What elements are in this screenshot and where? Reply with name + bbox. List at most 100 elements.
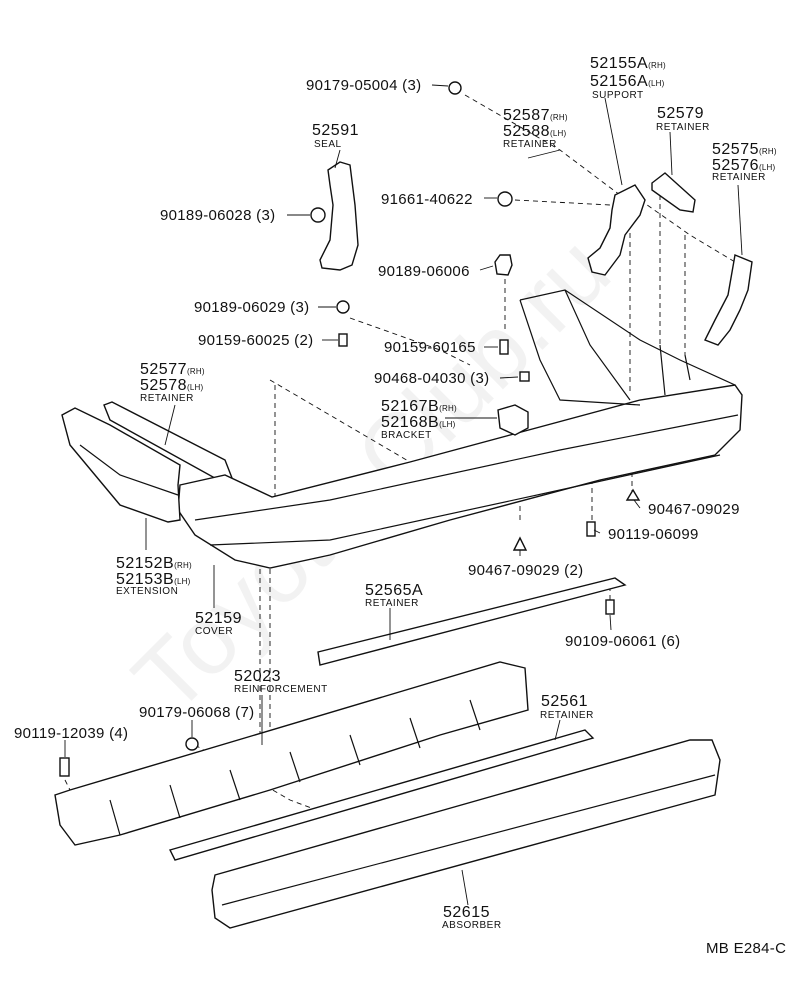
clip-90467-09029-a xyxy=(625,488,641,501)
part-number: 52167B xyxy=(381,398,440,415)
label-90468-04030: 90468-04030 (3) xyxy=(374,370,490,387)
label-52565a: 52565A xyxy=(365,582,424,599)
label-52152b: 52152B(RH) xyxy=(116,556,192,572)
bolt-90119-12039 xyxy=(59,757,70,777)
retainer-52561 xyxy=(168,729,595,861)
label-52023: 52023 xyxy=(234,668,281,685)
label-90109-06061: 90109-06061 (6) xyxy=(565,633,681,650)
bolt-90159-60025 xyxy=(338,333,348,347)
label-90189-06028: 90189-06028 (3) xyxy=(160,207,276,224)
label-91661-40622: 91661-40622 xyxy=(381,191,473,208)
label-retainer-52565a: RETAINER xyxy=(365,598,419,609)
seal xyxy=(319,161,359,271)
label-90467-09029-a: 90467-09029 xyxy=(648,501,740,518)
side-suffix: (RH) xyxy=(187,367,205,376)
nut-90189-06029 xyxy=(336,300,350,314)
label-retainer-52579: RETAINER xyxy=(656,122,710,133)
absorber xyxy=(211,739,721,929)
side-suffix: (RH) xyxy=(648,61,666,70)
side-suffix: (LH) xyxy=(648,79,665,88)
label-52576: 52576(LH) xyxy=(712,158,775,174)
retainer-52579 xyxy=(651,172,696,213)
side-suffix: (LH) xyxy=(439,420,456,429)
part-number: 52577 xyxy=(140,361,187,378)
grommet-91661-40622 xyxy=(497,191,513,207)
part-number: 52576 xyxy=(712,157,759,174)
cover-side-wall xyxy=(564,289,691,401)
cover-lower-edge xyxy=(209,454,721,546)
label-90467-09029-b: 90467-09029 (2) xyxy=(468,562,584,579)
bracket-52167b xyxy=(497,404,529,436)
label-52591: 52591 xyxy=(312,122,359,139)
part-number: 52578 xyxy=(140,377,187,394)
label-retainer-52577: RETAINER xyxy=(140,393,194,404)
label-52156a: 52156A(LH) xyxy=(590,74,665,90)
side-suffix: (LH) xyxy=(759,163,776,172)
part-number: 52152B xyxy=(116,555,175,572)
label-90119-12039: 90119-12039 (4) xyxy=(14,725,129,742)
label-extension: EXTENSION xyxy=(116,586,179,597)
label-52159: 52159 xyxy=(195,610,242,627)
cover-crease xyxy=(194,414,739,521)
leader-lines xyxy=(64,84,743,906)
label-support: SUPPORT xyxy=(592,90,644,101)
label-52588: 52588(LH) xyxy=(503,124,566,140)
cover-inner-edge xyxy=(519,299,641,406)
label-52155a: 52155A(RH) xyxy=(590,56,666,72)
label-reinforcement: REINFORCEMENT xyxy=(234,684,328,695)
side-suffix: (LH) xyxy=(550,129,567,138)
side-suffix: (RH) xyxy=(439,404,457,413)
label-90159-60165: 90159-60165 xyxy=(384,339,476,356)
clip-90468-04030 xyxy=(519,371,530,382)
label-absorber: ABSORBER xyxy=(442,920,502,931)
label-52615: 52615 xyxy=(443,904,490,921)
label-52577: 52577(RH) xyxy=(140,362,205,378)
side-suffix: (LH) xyxy=(174,577,191,586)
bolt-90109-06061 xyxy=(605,599,615,615)
label-bracket: BRACKET xyxy=(381,430,432,441)
label-90119-06099: 90119-06099 xyxy=(608,526,699,543)
label-90179-05004: 90179-05004 (3) xyxy=(306,77,422,94)
label-seal: SEAL xyxy=(314,139,342,150)
part-number: 52155A xyxy=(590,55,649,72)
nut-90179-05004 xyxy=(448,81,462,95)
label-52168b: 52168B(LH) xyxy=(381,415,456,431)
label-90159-60025: 90159-60025 (2) xyxy=(198,332,314,349)
cover-upper-edge xyxy=(519,289,736,386)
part-number: 52156A xyxy=(590,73,649,90)
absorber-edge xyxy=(221,774,716,906)
bolt-90159-60165 xyxy=(499,339,509,355)
retainer-52575 xyxy=(704,254,753,346)
reinforcement-ribs xyxy=(109,699,481,836)
clip-90189-06006 xyxy=(494,254,513,276)
part-number: 52587 xyxy=(503,107,550,124)
label-52153b: 52153B(LH) xyxy=(116,572,191,588)
clip-90189-06028 xyxy=(310,207,326,223)
screw-90119-06099 xyxy=(586,521,596,537)
side-suffix: (LH) xyxy=(187,383,204,392)
diagram-code: MB E284-C xyxy=(706,940,787,957)
extension-crease xyxy=(79,444,179,496)
part-number: 52575 xyxy=(712,141,759,158)
side-suffix: (RH) xyxy=(174,561,192,570)
side-suffix: (RH) xyxy=(550,113,568,122)
label-90189-06006: 90189-06006 xyxy=(378,263,470,280)
label-cover: COVER xyxy=(195,626,234,637)
label-52167b: 52167B(RH) xyxy=(381,399,457,415)
support-bracket xyxy=(587,184,646,276)
label-52587: 52587(RH) xyxy=(503,108,568,124)
label-52575: 52575(RH) xyxy=(712,142,777,158)
bumper-extension xyxy=(61,407,181,523)
label-90189-06029: 90189-06029 (3) xyxy=(194,299,310,316)
bumper-cover xyxy=(177,384,743,569)
label-52561: 52561 xyxy=(541,693,588,710)
part-number: 52168B xyxy=(381,414,440,431)
part-number: 52588 xyxy=(503,123,550,140)
clip-90467-09029-b xyxy=(512,536,528,551)
part-number: 52153B xyxy=(116,571,175,588)
label-52578: 52578(LH) xyxy=(140,378,203,394)
label-52579: 52579 xyxy=(657,105,704,122)
retainer-52565a xyxy=(317,577,627,666)
label-retainer-52561: RETAINER xyxy=(540,710,594,721)
